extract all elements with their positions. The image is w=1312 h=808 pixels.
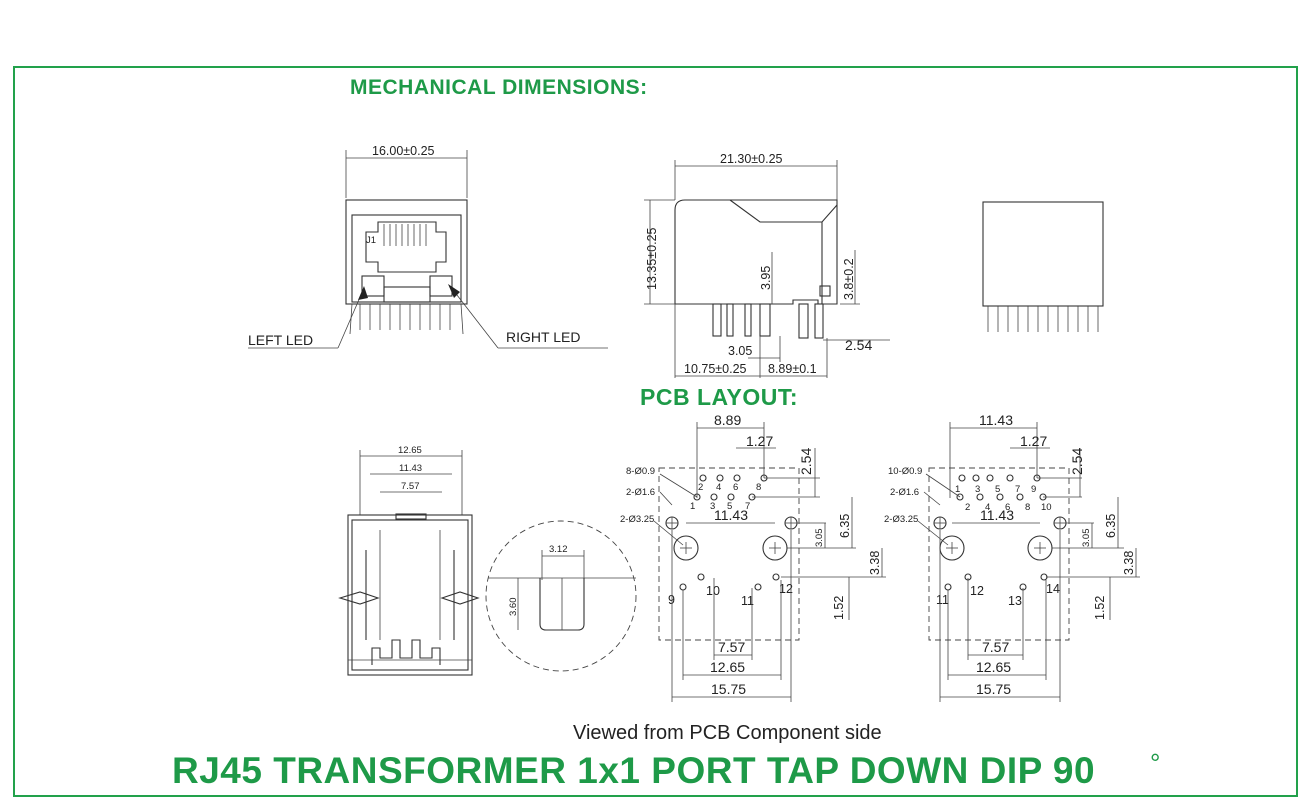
svg-text:13: 13	[1008, 594, 1022, 608]
svg-text:12: 12	[779, 582, 793, 596]
pcb-right-outer: 15.75	[976, 681, 1011, 697]
svg-text:12: 12	[970, 584, 984, 598]
pcb-right-dim-635: 6.35	[1104, 514, 1118, 538]
svg-text:3: 3	[975, 484, 980, 495]
pcb-right-dim-152: 1.52	[1093, 596, 1107, 620]
pcb-left-row-span: 8.89	[714, 412, 741, 428]
rear-view	[982, 201, 1104, 332]
pcb-left-mid: 12.65	[710, 659, 745, 675]
bottom-mid-dim: 11.43	[399, 463, 422, 474]
side-length-dim: 21.30±0.25	[720, 152, 783, 166]
view-caption: Viewed from PCB Component side	[573, 722, 882, 744]
left-led-label: LEFT LED	[248, 332, 313, 348]
svg-text:5: 5	[727, 501, 732, 512]
pcb-right-pitch: 1.27	[1020, 433, 1047, 449]
pcb-right-row-offset: 2.54	[1069, 448, 1085, 475]
bottom-outer-dim: 12.65	[398, 445, 422, 456]
svg-text:10: 10	[706, 584, 720, 598]
drawing-frame	[13, 66, 1298, 797]
pcb-left-dim-152: 1.52	[832, 596, 846, 620]
side-pins	[712, 303, 824, 339]
pcb-right-hole-large: 2-Ø3.25	[884, 514, 918, 525]
svg-text:4: 4	[716, 482, 721, 493]
svg-text:9: 9	[1031, 484, 1036, 495]
jack-contacts	[383, 224, 427, 246]
pcb-right-row-span: 11.43	[979, 412, 1013, 428]
svg-text:14: 14	[1046, 582, 1060, 596]
pcb-left-row-offset: 2.54	[798, 448, 814, 475]
pcb-right-hole-mid: 2-Ø1.6	[890, 487, 919, 498]
pcb-right-mid: 12.65	[976, 659, 1011, 675]
svg-text:9: 9	[668, 593, 675, 607]
pcb-left-hole-mid: 2-Ø1.6	[626, 487, 655, 498]
pcb-heading: PCB LAYOUT:	[640, 384, 798, 410]
pcb-left-outer: 15.75	[711, 681, 746, 697]
detail-height-dim: 3.60	[508, 598, 519, 617]
pcb-left-hole-small: 8-Ø0.9	[626, 466, 655, 477]
front-pins	[349, 303, 464, 335]
pcb-right-inner: 7.57	[982, 639, 1009, 655]
mechanical-heading: MECHANICAL DIMENSIONS:	[350, 76, 648, 99]
title-degree-symbol: °	[1150, 748, 1161, 778]
right-led-label: RIGHT LED	[506, 329, 580, 345]
pcb-right-dim-338: 3.38	[1122, 551, 1136, 575]
svg-text:7: 7	[1015, 484, 1020, 495]
svg-text:7: 7	[745, 501, 750, 512]
svg-text:2: 2	[965, 502, 970, 513]
pcb-right-post-span: 11.43	[980, 507, 1014, 523]
svg-text:5: 5	[995, 484, 1000, 495]
pcb-left-dim-338: 3.38	[868, 551, 882, 575]
inner-height-dim: 3.95	[759, 266, 773, 290]
pcb-right-hole-small: 10-Ø0.9	[888, 466, 922, 477]
svg-text:6: 6	[733, 482, 738, 493]
pcb-left-inner: 7.57	[718, 639, 745, 655]
front-width-dim: 16.00±0.25	[372, 144, 435, 158]
svg-text:4: 4	[985, 502, 990, 513]
pcb-layout-left: 8.89 1.27 2.54 2 4 6 8 1 3 5 7 8-Ø0.9 2-Ø1.6	[620, 412, 886, 702]
pcb-left-dim-635: 6.35	[838, 514, 852, 538]
pcb-left-hole-large: 2-Ø3.25	[620, 514, 654, 525]
pcb-right-dim-305: 3.05	[1081, 529, 1092, 548]
svg-text:1: 1	[690, 501, 695, 512]
side-view: 21.30±0.25 13.35±0.25 3.95 3.8±0.2	[644, 152, 890, 378]
svg-text:10: 10	[1041, 502, 1052, 513]
bottom-view: 12.65 11.43 7.57	[338, 445, 480, 676]
pin-row-span-dim: 8.89±0.1	[768, 362, 817, 376]
pcb-left-dim-305: 3.05	[814, 529, 825, 548]
pin-pitch-dim: 2.54	[845, 337, 872, 353]
detail-view: 3.12 3.60	[485, 520, 637, 672]
svg-text:2: 2	[698, 482, 703, 493]
svg-text:8: 8	[756, 482, 761, 493]
svg-text:11: 11	[741, 594, 754, 608]
front-to-pin-dim: 10.75±0.25	[684, 362, 747, 376]
svg-text:8: 8	[1025, 502, 1030, 513]
detail-width-dim: 3.12	[549, 544, 568, 555]
pin-offset-dim: 3.05	[728, 344, 752, 358]
product-title: RJ45 TRANSFORMER 1x1 PORT TAP DOWN DIP 9…	[172, 750, 1096, 791]
svg-text:3: 3	[710, 501, 715, 512]
svg-text:11: 11	[936, 593, 949, 607]
pcb-left-post-span: 11.43	[714, 507, 748, 523]
standoff-dim: 3.8±0.2	[842, 258, 856, 300]
front-view: 16.00±0.25 J1	[248, 144, 608, 349]
bottom-inner-dim: 7.57	[401, 481, 420, 492]
svg-text:6: 6	[1005, 502, 1010, 513]
jack-label: J1	[366, 235, 376, 246]
pcb-left-pitch: 1.27	[746, 433, 773, 449]
svg-text:1: 1	[955, 484, 960, 495]
side-height-dim: 13.35±0.25	[645, 227, 659, 290]
